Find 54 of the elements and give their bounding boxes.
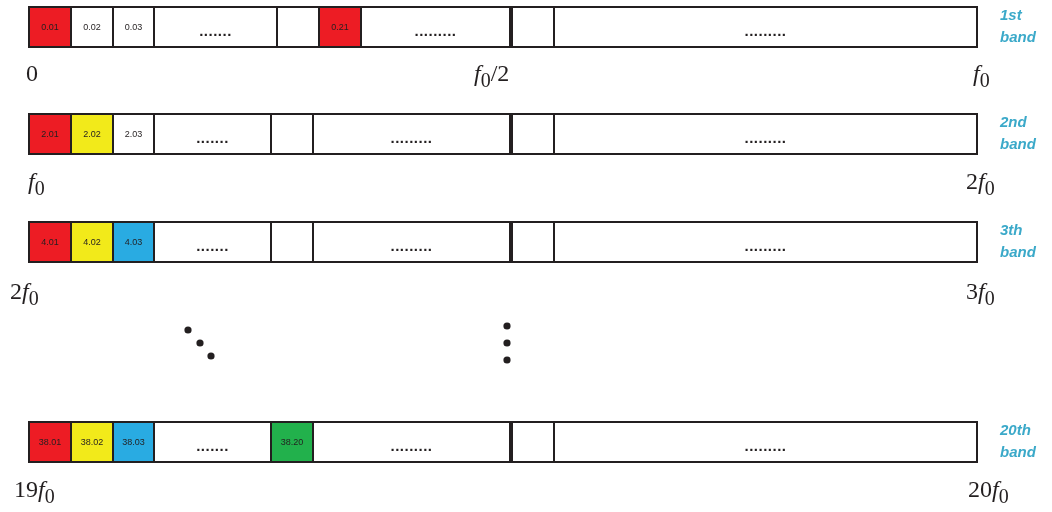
frequency-label: f$_{0}$ <box>973 60 990 92</box>
colored-subband-cell <box>320 8 362 46</box>
ellipsis-text: ......... <box>744 128 787 146</box>
ellipsis-text: ......... <box>744 236 787 254</box>
subband-value: 38.20 <box>280 437 304 447</box>
frequency-label: 2f$_{0}$ <box>10 278 39 310</box>
subband-value: 0.03 <box>124 22 143 32</box>
colored-subband-cell <box>30 423 72 461</box>
subband-value: 38.02 <box>80 437 104 447</box>
frequency-band-bar <box>28 421 978 463</box>
colored-subband-cell <box>72 115 114 153</box>
colored-subband-cell <box>114 423 155 461</box>
frequency-band-bar <box>28 221 978 263</box>
subband-value: 4.01 <box>41 237 59 247</box>
subband-value: 4.03 <box>124 237 143 247</box>
colored-subband-cell <box>30 8 72 46</box>
subband-value: 0.21 <box>331 22 349 32</box>
frequency-label: 2f$_{0}$ <box>966 168 995 200</box>
frequency-label: 20f$_{0}$ <box>968 476 1009 508</box>
subband-value: 4.02 <box>83 237 101 247</box>
band-label: 2nd band <box>1000 112 1037 154</box>
frequency-label: 19f$_{0}$ <box>14 476 55 508</box>
frequency-band-bar <box>28 113 978 155</box>
subband-value: 38.03 <box>122 437 145 447</box>
band-label: 3th band <box>1000 220 1037 262</box>
subband-value: 0.02 <box>83 22 101 32</box>
subband-value: 2.01 <box>41 129 59 139</box>
frequency-label: 3f$_{0}$ <box>966 278 995 310</box>
ellipsis-text: ....... <box>196 236 229 254</box>
ellipsis-text: ......... <box>414 21 457 39</box>
ellipsis-text: ....... <box>196 128 229 146</box>
subband-value: 0.01 <box>41 22 59 32</box>
colored-subband-cell <box>72 423 114 461</box>
ellipsis-text: ......... <box>744 21 787 39</box>
band-label: 20th band <box>1000 420 1037 462</box>
band-label: 1st band <box>1000 5 1037 47</box>
ellipsis-text: ....... <box>199 21 232 39</box>
ellipsis-text: ......... <box>390 436 433 454</box>
ellipsis-text: ......... <box>390 128 433 146</box>
frequency-band-bar <box>28 6 978 48</box>
colored-subband-cell <box>72 223 114 261</box>
colored-subband-cell <box>272 423 314 461</box>
subband-value: 2.02 <box>83 129 101 139</box>
subband-value: 2.03 <box>124 129 143 139</box>
ellipsis-text: ......... <box>744 436 787 454</box>
frequency-label: 0 <box>26 60 38 87</box>
frequency-label: f$_{0}$ <box>28 168 45 200</box>
colored-subband-cell <box>114 223 155 261</box>
colored-subband-cell <box>30 115 72 153</box>
ellipsis-text: ....... <box>196 436 229 454</box>
frequency-label: f$_{0}$/2 <box>474 60 510 92</box>
ellipsis-text: ......... <box>390 236 433 254</box>
colored-subband-cell <box>30 223 72 261</box>
subband-value: 38.01 <box>38 437 62 447</box>
